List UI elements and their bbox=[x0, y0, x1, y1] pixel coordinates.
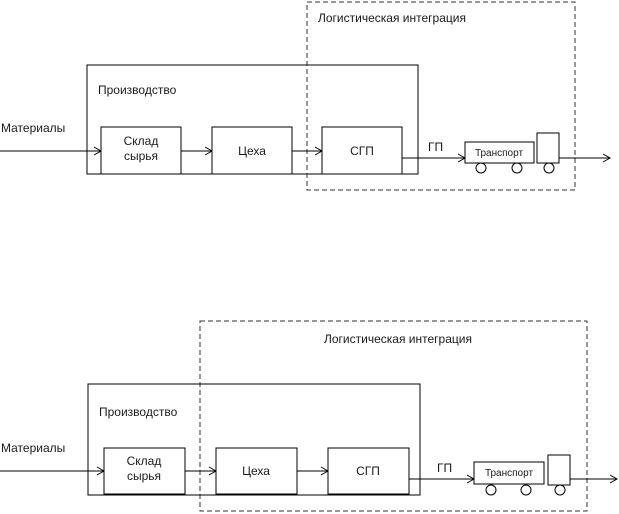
top-transport-body bbox=[464, 141, 535, 164]
bottom-exit-arrowhead bbox=[609, 474, 619, 484]
top-wheel-1 bbox=[475, 162, 487, 174]
bottom-workshops-box bbox=[215, 447, 298, 495]
bottom-raw-warehouse-box bbox=[103, 447, 186, 495]
bottom-transport-vehicle: Транспорт bbox=[473, 454, 571, 496]
bottom-production-frame bbox=[87, 383, 421, 496]
bottom-production-label: Производство bbox=[99, 405, 178, 419]
top-wheel-2 bbox=[511, 162, 523, 174]
top-diagram: Производство Логистическая интеграция Ма… bbox=[0, 1, 612, 191]
top-finished-goods-label: СГП bbox=[350, 144, 374, 158]
top-materials-label: Материалы bbox=[1, 121, 65, 135]
bottom-diagram: Логистическая интеграция Производство Ма… bbox=[0, 320, 619, 512]
bottom-materials-label: Материалы bbox=[1, 441, 65, 455]
top-exit-arrowhead bbox=[602, 153, 612, 163]
bottom-transport-cab bbox=[547, 454, 571, 486]
top-finished-product-label: ГП bbox=[428, 140, 443, 154]
top-wheel-3 bbox=[543, 162, 555, 174]
bottom-logistics-label: Логистическая интеграция bbox=[324, 332, 472, 346]
top-production-label: Производство bbox=[98, 83, 177, 97]
bottom-raw-warehouse-label-1: Склад bbox=[127, 454, 162, 468]
bottom-transport-body bbox=[473, 461, 545, 485]
top-transport-vehicle: Транспорт bbox=[464, 132, 560, 174]
top-workshops-label: Цеха bbox=[238, 144, 266, 158]
bottom-finished-goods-box bbox=[327, 447, 410, 495]
bottom-workshops-label: Цеха bbox=[242, 464, 270, 478]
top-finished-goods-box bbox=[321, 126, 403, 175]
bottom-wheel-1 bbox=[485, 484, 497, 496]
top-transport-label: Транспорт bbox=[475, 148, 524, 159]
bottom-finished-goods-label: СГП bbox=[356, 464, 380, 478]
top-raw-warehouse-box bbox=[100, 126, 182, 175]
bottom-wheel-2 bbox=[520, 484, 532, 496]
bottom-logistics-frame bbox=[199, 320, 588, 512]
top-transport-cab bbox=[536, 132, 560, 164]
bottom-raw-warehouse-label-2: сырья bbox=[127, 469, 161, 483]
top-logistics-label: Логистическая интеграция bbox=[318, 11, 466, 25]
top-raw-warehouse-label-2: сырья bbox=[124, 149, 158, 163]
bottom-transport-label: Транспорт bbox=[485, 468, 534, 479]
bottom-finished-product-label: ГП bbox=[437, 461, 452, 475]
bottom-wheel-3 bbox=[554, 484, 566, 496]
top-logistics-frame bbox=[306, 1, 576, 191]
top-raw-warehouse-label-1: Склад bbox=[124, 134, 159, 148]
